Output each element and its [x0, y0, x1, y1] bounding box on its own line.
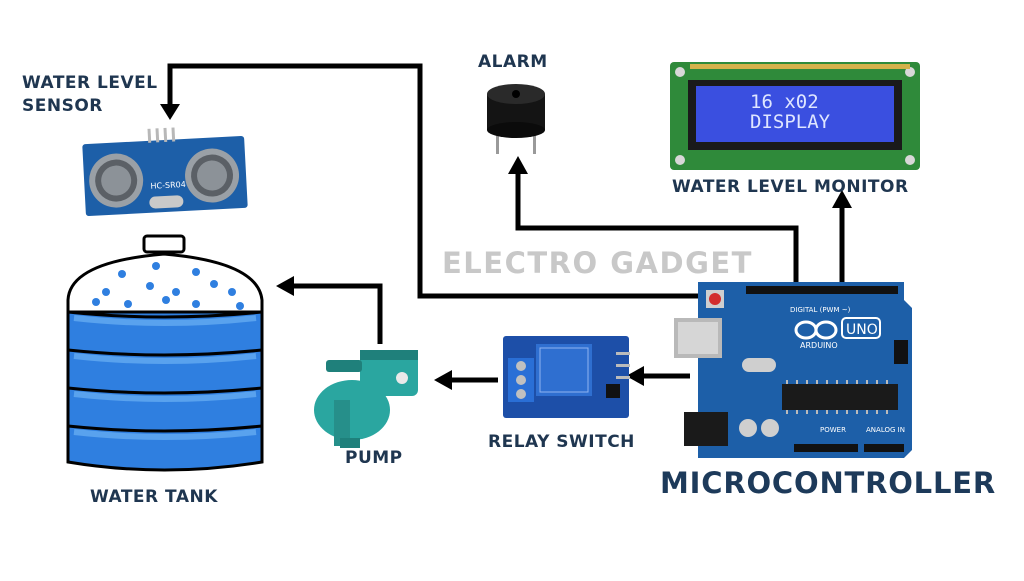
board-model-label: UNO	[846, 322, 878, 338]
sensor-connector	[167, 63, 700, 299]
arrow-head-alarm	[508, 156, 528, 174]
arrow-heads	[160, 104, 852, 390]
connector-lines	[167, 63, 845, 383]
water-tank-label: WATER TANK	[90, 487, 218, 507]
water-pump	[314, 350, 418, 448]
relay-module	[503, 336, 630, 418]
lcd-line-1: 16 x02	[750, 91, 819, 113]
alarm-label: ALARM	[478, 52, 548, 72]
ultrasonic-sensor: HC-SR04	[82, 127, 248, 217]
watermark: ELECTRO GADGET	[442, 246, 753, 280]
arrow-head-tank	[276, 276, 294, 296]
alarm-connector	[515, 170, 799, 282]
arrow-head-pump	[434, 370, 452, 390]
arduino-logo	[794, 320, 838, 340]
power-header-label: POWER	[820, 426, 846, 434]
water-level-sensor-label-line1: WATER LEVEL	[22, 73, 158, 93]
pump-tank-connector	[290, 283, 383, 344]
arrow-head-sensor	[160, 104, 180, 120]
relay-switch-label: RELAY SWITCH	[488, 432, 635, 452]
sensor-model-label: HC-SR04	[150, 180, 186, 191]
water-level-sensor-label: WATER LEVEL SENSOR	[22, 72, 158, 118]
arduino-board: DIGITAL (PWM ~) ARDUINO UNO	[674, 282, 912, 458]
water-level-sensor-label-line2: SENSOR	[22, 96, 103, 116]
pump-label: PUMP	[345, 448, 403, 468]
water-level-monitor-label: WATER LEVEL MONITOR	[672, 177, 909, 197]
analog-header-label: ANALOG IN	[866, 426, 905, 434]
arrow-head-relay	[626, 366, 644, 386]
microcontroller-label: MICROCONTROLLER	[660, 466, 996, 500]
lcd-display: 16 x02 DISPLAY	[670, 62, 920, 170]
board-brand-label: ARDUINO	[800, 341, 838, 350]
water-tank	[66, 234, 264, 472]
alarm-buzzer	[487, 84, 545, 154]
digital-header-label: DIGITAL (PWM ~)	[790, 306, 851, 314]
arrow-head-monitor	[832, 190, 852, 208]
lcd-line-2: DISPLAY	[750, 111, 831, 133]
